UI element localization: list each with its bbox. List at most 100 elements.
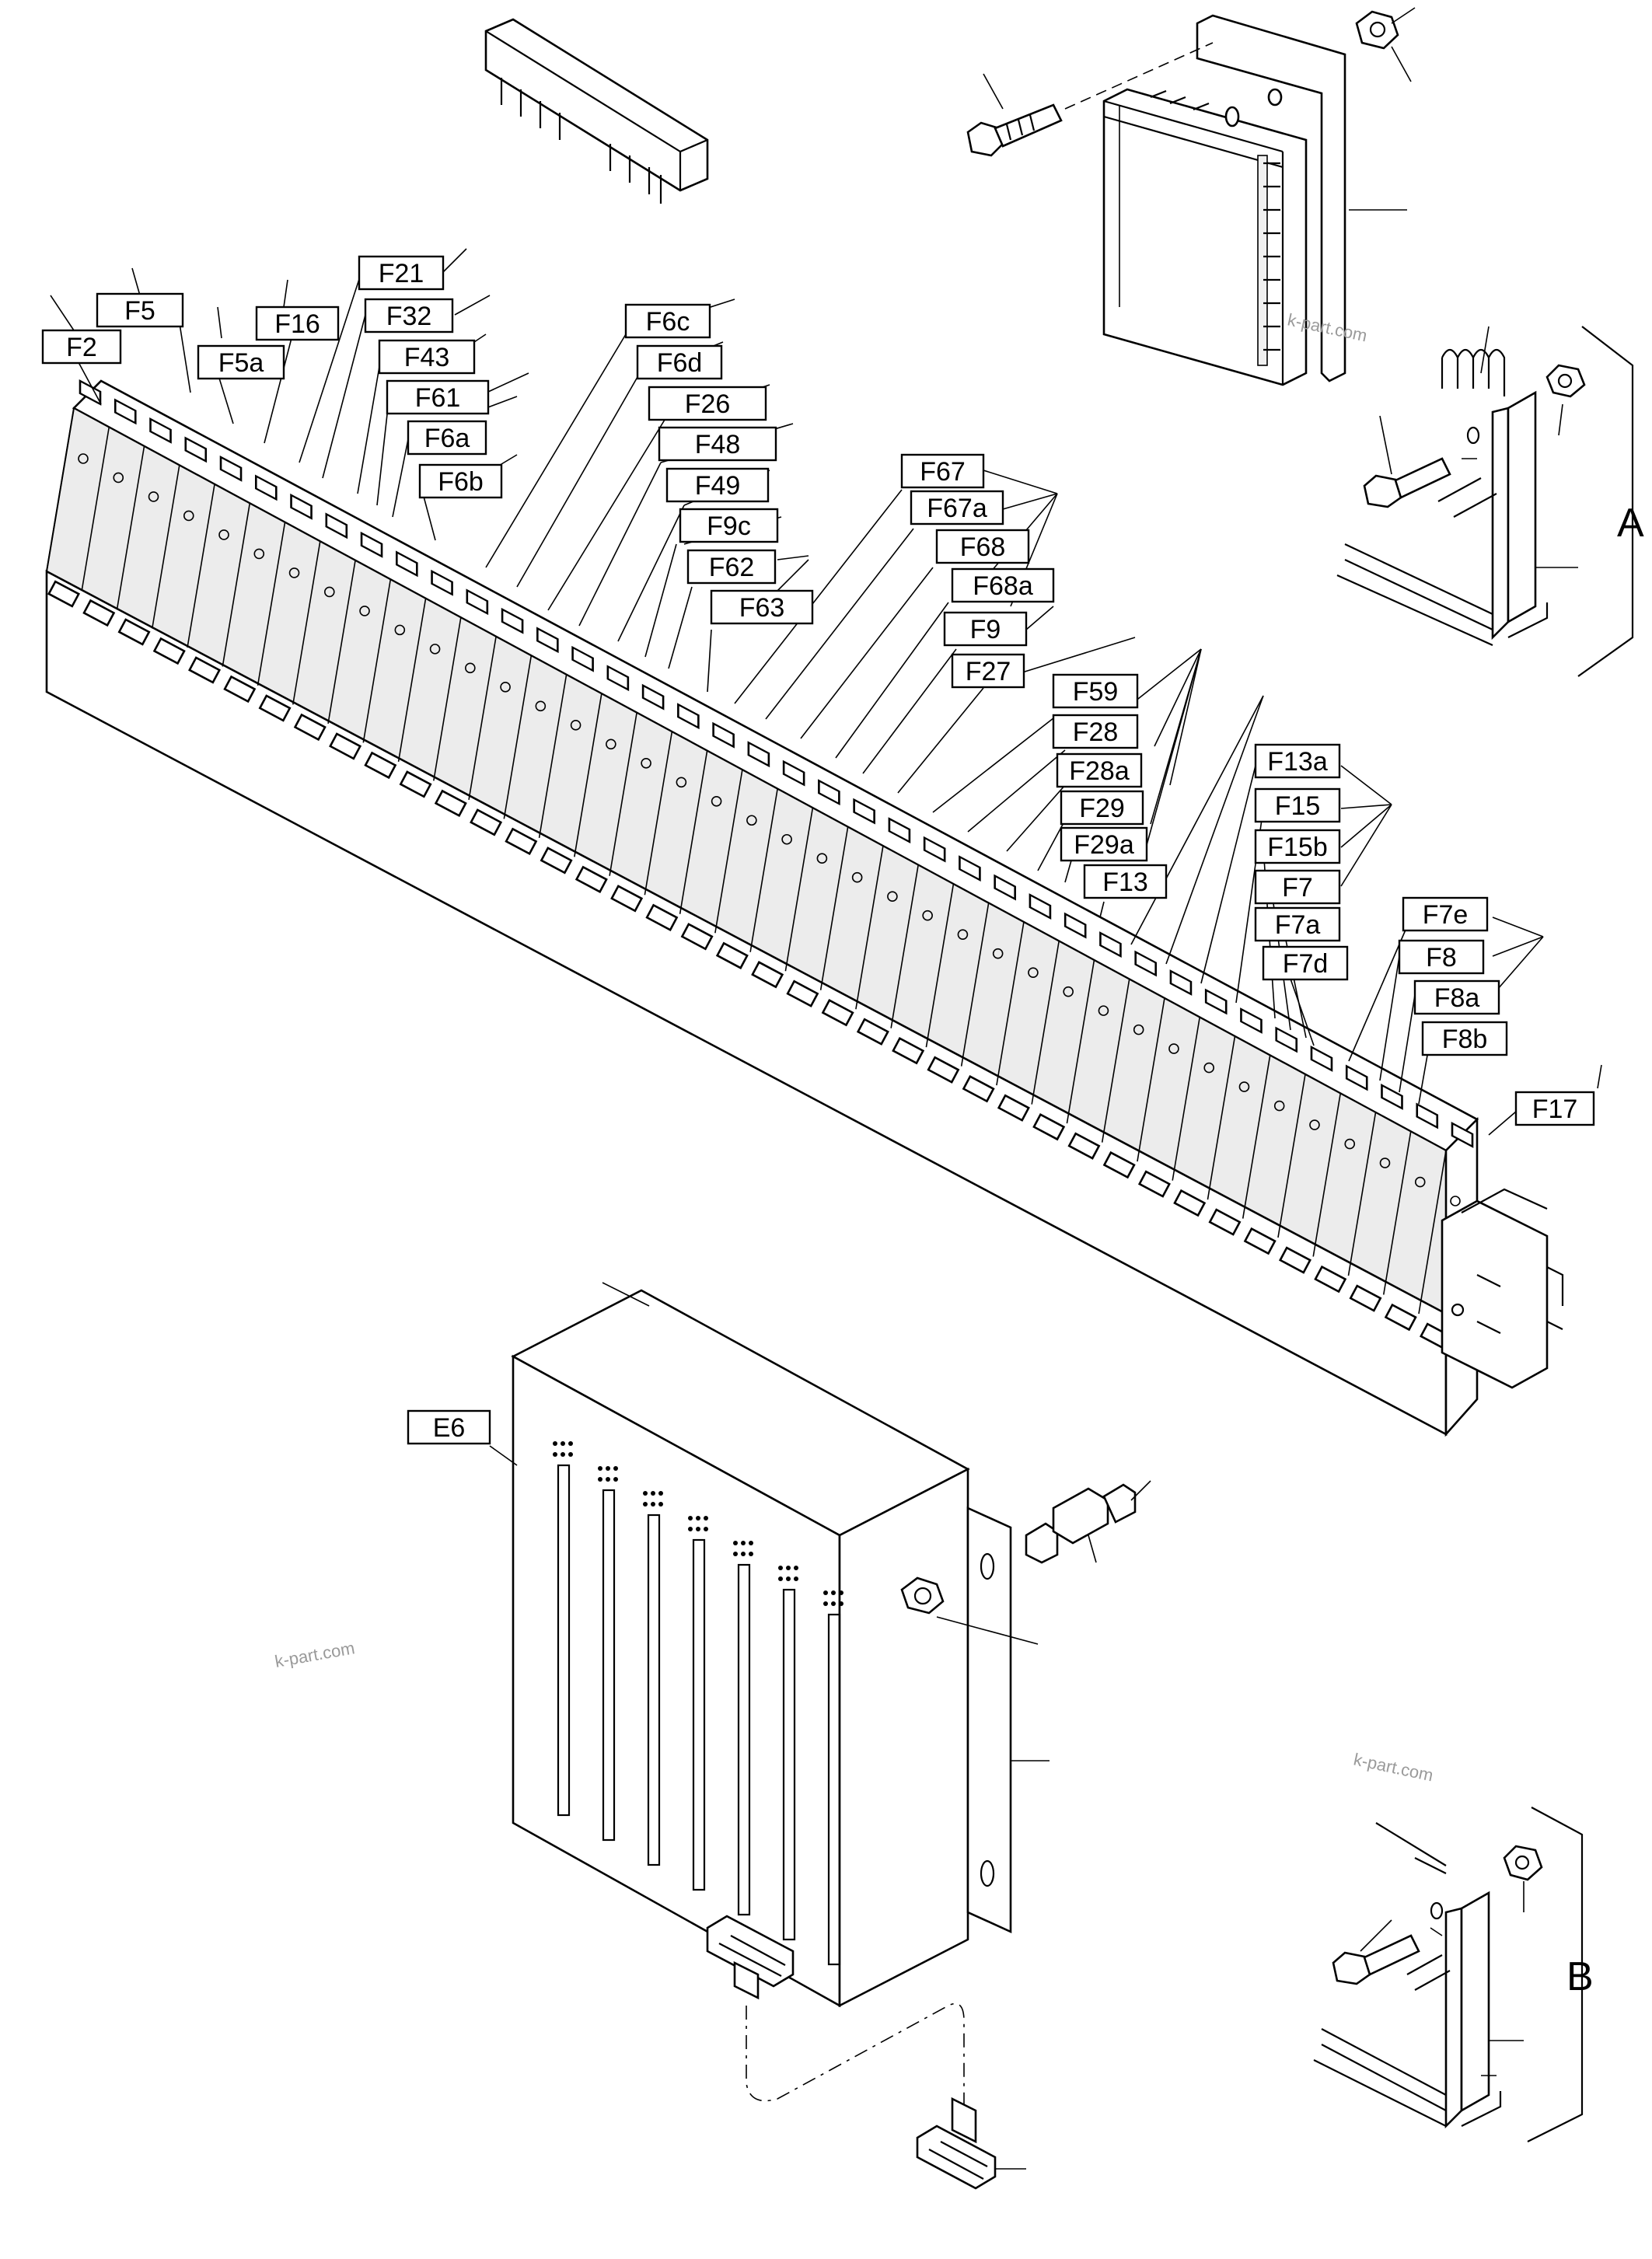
callout-f16: F16 xyxy=(255,306,340,341)
callout-box xyxy=(679,508,779,543)
callout-f13: F13 xyxy=(1083,864,1168,899)
callout-text: F13a xyxy=(1267,747,1328,777)
fuse-module xyxy=(1277,1046,1333,1274)
e6-slot xyxy=(733,1541,753,1916)
callout-text: F7e xyxy=(1423,900,1469,930)
callout-box xyxy=(364,298,454,333)
callout-f26: F26 xyxy=(648,386,767,421)
callout-box xyxy=(1052,714,1139,749)
callout-f5: F5 xyxy=(96,292,184,328)
fuse-rail-assembly xyxy=(45,379,1564,1437)
callout-text: F43 xyxy=(404,343,450,372)
bolt-a-top xyxy=(966,42,1214,157)
callout-text: F32 xyxy=(386,302,432,331)
callout-f7d: F7d xyxy=(1262,945,1349,981)
callout-box xyxy=(624,303,711,339)
callout-f17: F17 xyxy=(1514,1091,1595,1126)
callout-text: F26 xyxy=(685,389,731,419)
callout-box xyxy=(386,379,490,415)
callout-box xyxy=(1254,906,1341,942)
e6-slot xyxy=(688,1516,708,1891)
callout-f21: F21 xyxy=(358,255,445,291)
fuse-module xyxy=(960,874,1016,1103)
fuse-module xyxy=(81,398,137,627)
callout-f13a: F13a xyxy=(1254,743,1341,779)
callout-box xyxy=(96,292,184,328)
callout-box xyxy=(686,549,777,585)
callout-f67a: F67a xyxy=(910,490,1004,525)
callout-box xyxy=(407,420,487,456)
fuse-module xyxy=(784,779,840,1007)
fuse-module xyxy=(574,665,630,893)
fuse-module xyxy=(327,531,383,760)
callout-text: F29 xyxy=(1079,794,1125,823)
callout-box xyxy=(636,344,723,380)
callout-f5a: F5a xyxy=(197,344,285,380)
callout-text: F15 xyxy=(1275,791,1321,821)
callout-f61: F61 xyxy=(386,379,490,415)
fuse-module xyxy=(292,512,348,742)
callout-box xyxy=(407,1409,491,1445)
callout-f68a: F68a xyxy=(951,567,1055,603)
callout-text: F63 xyxy=(739,593,785,623)
fuse-module xyxy=(1347,1084,1403,1312)
callout-text: F15b xyxy=(1267,833,1328,862)
fuse-module xyxy=(397,569,453,798)
callout-box xyxy=(358,255,445,291)
controller-box-e6 xyxy=(511,1282,1151,2190)
callout-text: F59 xyxy=(1073,677,1119,707)
callout-box xyxy=(255,306,340,341)
fuse-module xyxy=(151,436,208,665)
callout-text: F13 xyxy=(1102,868,1148,897)
callout-text: F7d xyxy=(1283,949,1329,979)
fuse-module xyxy=(362,550,418,780)
callout-f7: F7 xyxy=(1254,869,1341,905)
callout-text: F28 xyxy=(1073,718,1119,747)
fuse-module xyxy=(644,703,700,931)
fuse-module xyxy=(1031,912,1087,1141)
callout-f67: F67 xyxy=(900,453,985,489)
fuse-module xyxy=(1312,1064,1368,1294)
fuse-module xyxy=(187,455,243,684)
fuse-module xyxy=(433,588,489,818)
callout-box xyxy=(1254,829,1341,864)
callout-f43: F43 xyxy=(378,339,476,375)
callout-box xyxy=(1413,979,1500,1015)
fuse-module xyxy=(749,759,805,989)
fuse-module xyxy=(1172,988,1228,1217)
callout-box xyxy=(910,490,1004,525)
callout-text: F67a xyxy=(927,494,987,523)
callout-box xyxy=(951,567,1055,603)
fuse-module xyxy=(1242,1026,1298,1255)
callout-box xyxy=(1398,939,1485,975)
callout-f63: F63 xyxy=(710,589,814,625)
fuse-module xyxy=(714,741,770,969)
callout-f9c: F9c xyxy=(679,508,779,543)
callout-box xyxy=(41,329,122,365)
callout-f8b: F8b xyxy=(1421,1021,1508,1056)
fuse-module xyxy=(855,817,911,1046)
callout-f7a: F7a xyxy=(1254,906,1341,942)
callout-box xyxy=(1402,896,1489,932)
callout-text: F67 xyxy=(920,457,966,487)
callout-text: F7 xyxy=(1282,873,1313,903)
callout-box xyxy=(1052,673,1139,709)
mounting-channel-part xyxy=(1102,14,1346,386)
callout-f29: F29 xyxy=(1060,790,1144,826)
callout-f48: F48 xyxy=(658,426,777,462)
callout-text: F6a xyxy=(424,424,470,453)
callout-text: E6 xyxy=(433,1413,466,1443)
callout-f62: F62 xyxy=(686,549,777,585)
callout-box xyxy=(1421,1021,1508,1056)
fuse-module xyxy=(1066,931,1122,1160)
callout-text: F8b xyxy=(1442,1025,1488,1054)
fuse-module xyxy=(222,474,278,704)
callout-box xyxy=(378,339,476,375)
callout-f49: F49 xyxy=(665,467,770,503)
fuse-module xyxy=(1137,969,1193,1198)
callout-f68: F68 xyxy=(935,529,1030,564)
callout-box xyxy=(1514,1091,1595,1126)
detail-a-label: A xyxy=(1617,501,1644,546)
callout-text: F6b xyxy=(438,467,484,497)
